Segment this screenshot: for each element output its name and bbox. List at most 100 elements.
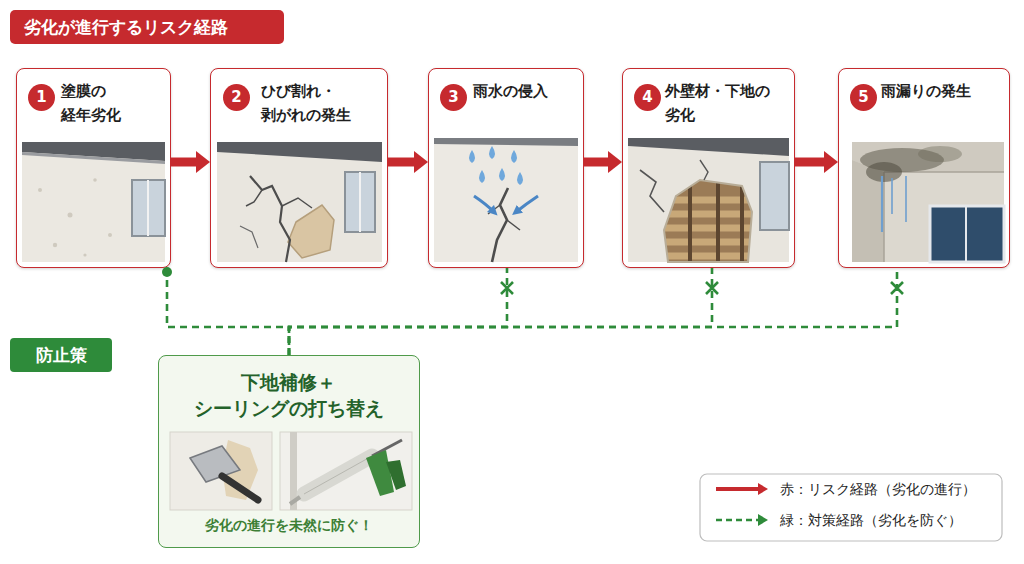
caulking-gun-illustration [372,440,402,456]
caulking-gun-illustration [290,432,297,510]
rain-intrusion-illustration [492,188,508,262]
damaged-substrate-illustration [664,180,752,262]
trowel-repair-illustration [190,446,240,482]
wall-illustration [147,180,149,236]
countermeasure-box: 下地補修＋ シーリングの打ち替え劣化の進行を未然に防ぐ！ [158,355,420,548]
step-title: 塗膜の 経年劣化 [61,79,166,127]
damaged-substrate-illustration [700,160,708,180]
cracked-wall-illustration [217,142,382,162]
leak-interior-illustration [883,172,885,262]
risk-arrow [171,158,196,167]
rain-intrusion-illustration [434,138,578,146]
damaged-substrate-illustration [760,162,789,230]
leak-interior-illustration [881,176,883,232]
legend-frame [700,474,1002,541]
step-box: ひび割れ・ 剥がれの発生 2 [210,68,388,268]
trowel-repair-illustration [170,432,272,510]
callout-number: 3 [440,84,467,111]
step-title: 外壁材・下地の 劣化 [665,79,790,127]
damaged-substrate-illustration [628,138,789,156]
callout-number: 1 [28,84,55,111]
damaged-substrate-illustration [688,178,692,262]
damaged-substrate-illustration [660,211,756,218]
rain-intrusion-illustration [434,138,578,262]
wall-illustration [68,213,73,218]
step-box: 雨漏りの発生5 [838,68,1010,268]
block-mark-cross [706,282,718,294]
step-number: 2 [223,84,250,111]
section-tag: 防止策 [10,338,112,372]
cracked-wall-illustration [240,226,258,248]
risk-arrow [795,158,824,167]
damaged-substrate-illustration [640,170,664,212]
rain-intrusion-illustration [488,205,500,214]
wall-illustration [22,142,165,262]
damaged-substrate-illustration [660,178,756,262]
caulking-gun-illustration [366,450,394,496]
trowel-repair-illustration [222,440,258,500]
caulking-gun-illustration [386,460,406,490]
wall-illustration [22,142,165,262]
callout-number: 2 [223,84,250,111]
wall-illustration [132,180,165,236]
wall-illustration [108,233,112,237]
cracked-wall-illustration [282,198,312,208]
cracked-wall-illustration [246,190,262,206]
leak-interior-illustration [891,178,893,214]
cracked-wall-illustration [359,172,361,232]
step-title: ひび割れ・ 剥がれの発生 [261,79,383,127]
node-text: 防止策 [10,338,112,372]
caulking-gun-illustration [304,456,372,494]
legend-text: 緑：対策経路（劣化を防ぐ） [780,509,962,531]
block-mark-cross [501,282,513,294]
caulking-gun-illustration [280,432,412,510]
wall-illustration [83,253,86,256]
number-badge-circle [440,84,467,111]
leak-interior-illustration [852,142,1004,172]
step-box: 塗膜の 経年劣化1 [16,68,171,268]
rain-intrusion-illustration [516,196,538,212]
block-mark [891,282,903,294]
block-mark [501,282,513,294]
leak-interior-illustration [852,142,1004,262]
legend-text: 赤：リスク経路（劣化の進行） [780,478,976,500]
number-badge-circle [634,84,661,111]
caulking-gun-illustration [290,497,300,504]
legend-sample [716,487,758,491]
leak-interior-illustration [918,146,962,162]
damaged-substrate-illustration [628,138,789,262]
cracked-wall-illustration [217,142,382,262]
cracked-wall-illustration [345,172,375,232]
wall-illustration [93,178,97,182]
step-box: 雨水の侵入3 [428,68,584,268]
rain-intrusion-illustration [511,150,517,163]
leak-interior-illustration [860,148,944,172]
leak-interior-illustration [852,160,884,262]
risk-arrow [388,158,414,167]
wall-illustration [22,142,165,161]
damaged-substrate-illustration [660,197,756,204]
trowel-repair-illustration [222,476,258,500]
leak-interior-illustration [852,142,1004,262]
callout-number: 4 [634,84,661,111]
block-mark [706,282,718,294]
step-title: 雨漏りの発生 [881,79,1005,103]
damaged-substrate-illustration [660,225,756,232]
cracked-wall-illustration [217,142,382,262]
countermeasure-path [289,268,897,355]
legend-frame [700,474,1002,541]
damaged-substrate-illustration [628,138,789,262]
risk-arrow [584,158,608,167]
title-banner: 劣化が進行するリスク経路 [10,10,284,44]
block-mark-cross [891,282,903,294]
caulking-gun-illustration [280,432,412,510]
rain-intrusion-illustration [474,196,494,212]
rain-intrusion-illustration [517,172,523,185]
rain-intrusion-illustration [499,168,505,181]
trowel-repair-illustration [170,432,272,510]
damaged-substrate-illustration [740,178,744,262]
